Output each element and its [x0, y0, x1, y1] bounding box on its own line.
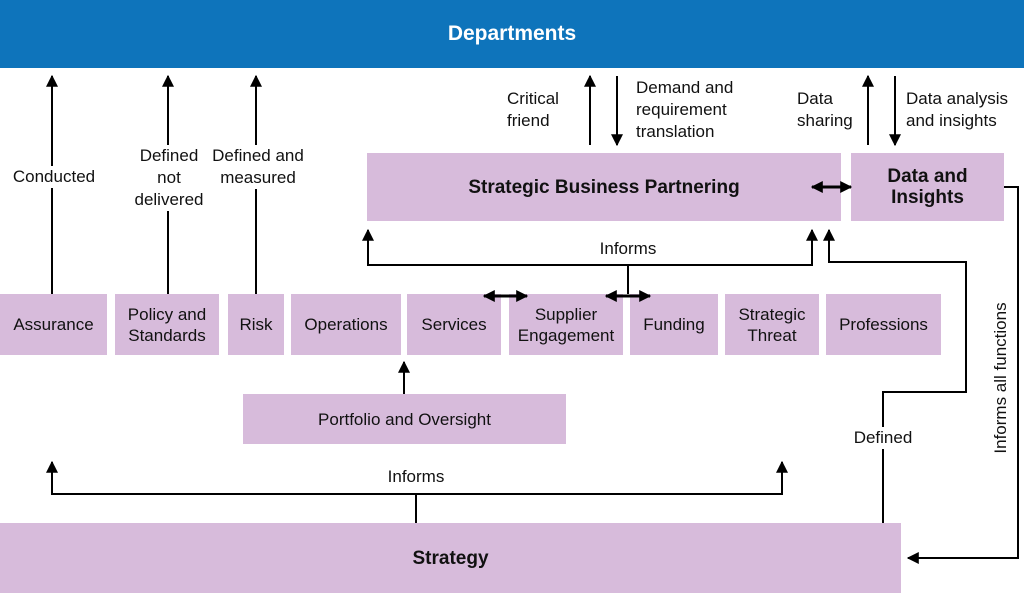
- defined-not-delivered-label: Defined not delivered: [130, 145, 208, 211]
- strategic-threat-label: Strategic Threat: [738, 304, 806, 345]
- assurance-box: Assurance: [0, 294, 107, 355]
- defined-path: [828, 232, 967, 523]
- critical-friend-label: Critical friend: [507, 89, 559, 130]
- informs-all-functions-label: Informs all functions: [990, 298, 1012, 458]
- portfolio-oversight-label: Portfolio and Oversight: [318, 409, 491, 429]
- defined-and-measured-label: Defined and measured: [212, 145, 304, 189]
- informs-bracket-bottom: [51, 470, 783, 495]
- data-and-insights-box: Data and Insights: [851, 153, 1004, 221]
- informs-all-path: [912, 186, 1019, 559]
- data-sharing-label: Data sharing: [797, 89, 853, 130]
- conducted-label: Conducted: [2, 166, 106, 188]
- departments-title: Departments: [447, 22, 577, 45]
- strategy-box: Strategy: [0, 523, 901, 593]
- strategic-threat-box: Strategic Threat: [725, 294, 819, 355]
- services-box: Services: [407, 294, 501, 355]
- policy-standards-label: Policy and Standards: [127, 304, 207, 345]
- data-insights-label: Data and Insights: [887, 166, 968, 208]
- informs-top-label: Informs: [588, 238, 668, 260]
- supplier-engagement-label: Supplier Engagement: [517, 304, 615, 345]
- strategy-label: Strategy: [412, 547, 489, 569]
- defined-label: Defined: [843, 427, 923, 449]
- departments-banner: Departments: [0, 0, 1024, 68]
- informs-bottom-label: Informs: [376, 466, 456, 488]
- portfolio-oversight-box: Portfolio and Oversight: [243, 394, 566, 444]
- professions-box: Professions: [826, 294, 941, 355]
- risk-box: Risk: [228, 294, 284, 355]
- data-analysis-label: Data analysis and insights: [906, 89, 1009, 130]
- risk-label: Risk: [239, 315, 273, 334]
- strategic-business-partnering-box: Strategic Business Partnering: [367, 153, 841, 221]
- professions-label: Professions: [839, 315, 928, 334]
- funding-box: Funding: [630, 294, 718, 355]
- supplier-engagement-box: Supplier Engagement: [509, 294, 623, 355]
- informs-bracket-top: [367, 230, 813, 266]
- demand-translation-label: Demand and requirement translation: [636, 78, 734, 141]
- services-label: Services: [421, 315, 487, 334]
- assurance-label: Assurance: [13, 315, 94, 334]
- operations-box: Operations: [291, 294, 401, 355]
- funding-label: Funding: [643, 315, 705, 334]
- sbp-label: Strategic Business Partnering: [468, 176, 740, 198]
- operations-label: Operations: [304, 315, 388, 334]
- policy-standards-box: Policy and Standards: [115, 294, 219, 355]
